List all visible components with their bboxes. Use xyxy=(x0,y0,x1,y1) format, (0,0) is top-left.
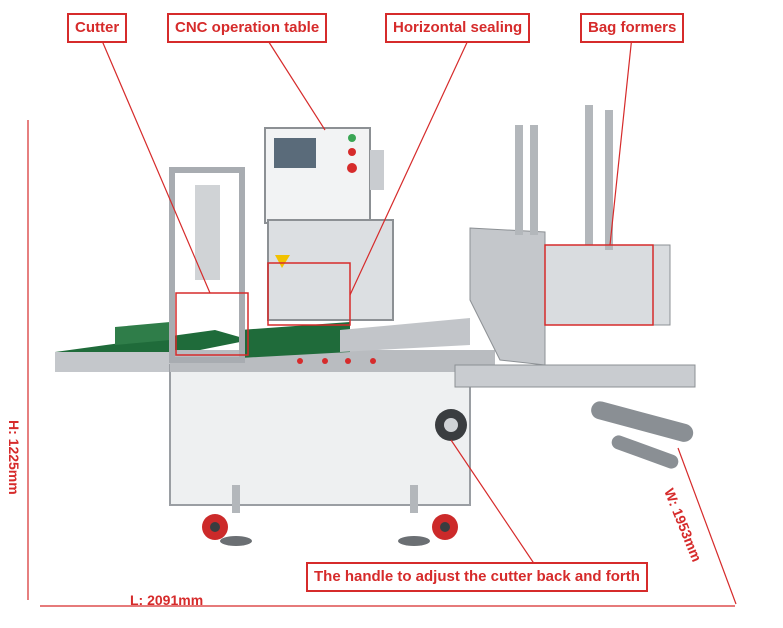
feed-ramp xyxy=(340,318,470,352)
air-regulator xyxy=(370,150,384,190)
indicator-light xyxy=(370,358,376,364)
indicator-light xyxy=(345,358,351,364)
main-cabinet xyxy=(169,364,471,506)
callout-cnc-operation-table: CNC operation table xyxy=(167,13,328,43)
callout-bag-formers: Bag formers xyxy=(580,13,685,43)
warning-sticker xyxy=(275,255,290,268)
cutter-highlight-box xyxy=(175,292,249,356)
emergency-button xyxy=(347,163,357,173)
bag-former-leader xyxy=(609,35,633,246)
caster-hub xyxy=(440,522,450,532)
adjust-handle-hub xyxy=(444,418,458,432)
indicator-light xyxy=(322,358,328,364)
width-dimension-line xyxy=(677,447,737,605)
bag-former-box xyxy=(544,244,671,326)
handle-leader xyxy=(450,439,536,566)
side-rail xyxy=(454,364,696,388)
former-rod xyxy=(515,125,523,235)
film-roller xyxy=(591,401,694,442)
foot-pad xyxy=(398,536,430,546)
conveyor-frame-left xyxy=(55,352,185,372)
former-rod xyxy=(530,125,538,235)
sealing-unit xyxy=(267,219,394,321)
callout-cutter: Cutter xyxy=(67,13,128,43)
cutter-cylinder xyxy=(195,185,220,280)
leveling-foot xyxy=(410,485,418,513)
cnc-leader xyxy=(264,35,326,131)
conveyor-belt-middle xyxy=(240,322,350,358)
callout-horizontal-sealing: Horizontal sealing xyxy=(385,13,531,43)
touch-screen xyxy=(274,138,316,168)
bag-former-plate xyxy=(469,227,546,366)
length-dimension: L: 2091mm xyxy=(130,592,204,608)
sealing-leader xyxy=(349,35,471,296)
callout-adjust-handle: The handle to adjust the cutter back and… xyxy=(306,562,648,592)
film-roller xyxy=(611,435,679,469)
caster-hub xyxy=(210,522,220,532)
former-rod xyxy=(605,110,613,250)
start-button xyxy=(348,134,356,142)
indicator-light xyxy=(297,358,303,364)
conveyor-belt-back xyxy=(115,322,170,345)
foot-pad xyxy=(220,536,252,546)
height-dimension: H: 1225mm xyxy=(6,420,22,495)
former-rod xyxy=(585,105,593,245)
stop-button xyxy=(348,148,356,156)
bag-former-highlight-box xyxy=(544,244,654,326)
leveling-foot xyxy=(232,485,240,513)
cutter-frame xyxy=(169,167,245,363)
cutter-leader xyxy=(99,35,211,294)
